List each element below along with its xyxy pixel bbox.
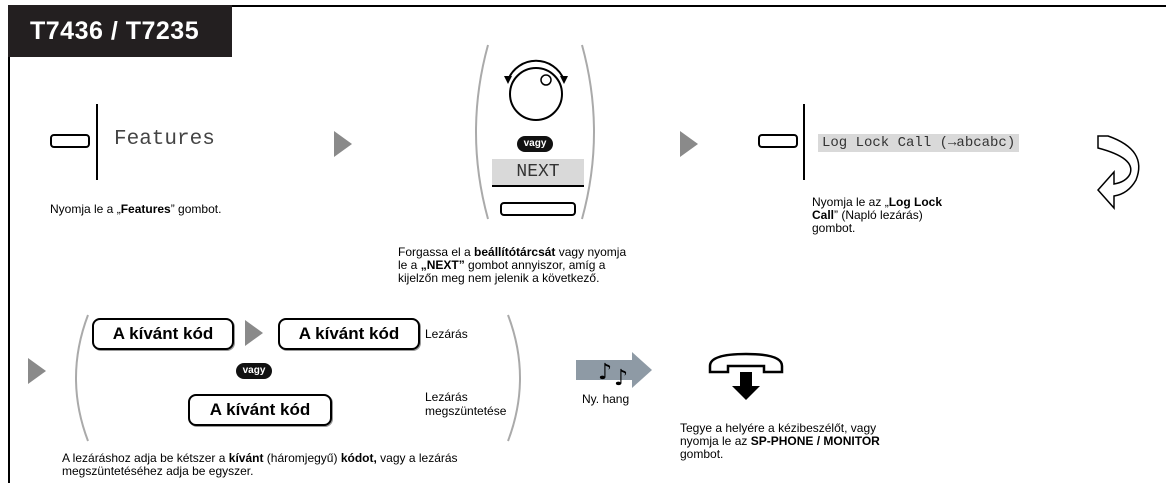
features-button-icon[interactable]: [50, 134, 90, 148]
svg-text:♪: ♪: [598, 360, 612, 385]
code-entry-2[interactable]: A kívánt kód: [278, 318, 420, 350]
step2-bracket-left-icon: [462, 42, 492, 227]
step3-caption-l3: gombot.: [812, 221, 856, 235]
handset-hang-up-icon: [706, 350, 786, 409]
step2-caption-l1-pre: Forgassa el a: [398, 245, 475, 259]
code-entry-3[interactable]: A kívánt kód: [188, 394, 332, 426]
step1-caption-post: ” gombot.: [170, 202, 222, 216]
step6-caption-l1: Tegye a helyére a kézibeszélőt, vagy: [680, 421, 877, 435]
unlock-label: Lezárás megszüntetése: [425, 390, 506, 418]
step2-caption-l2-pre: le a: [398, 258, 421, 272]
continue-curved-arrow-icon: [1096, 132, 1152, 219]
model-title: T7436 / T7235: [8, 5, 232, 57]
step3-caption-l2-bold: Call: [812, 208, 835, 222]
code-entry-1[interactable]: A kívánt kód: [92, 318, 234, 350]
step4-caption-l1-bold1: kívánt: [228, 451, 264, 465]
step4-caption-l1-post: vagy a lezárás: [376, 451, 458, 465]
step6-caption: Tegye a helyére a kézibeszélőt, vagy nyo…: [680, 422, 880, 461]
step6-caption-l2-pre: nyomja le az: [680, 434, 751, 448]
step4-caption: A lezáráshoz adja be kétszer a kívánt (h…: [62, 452, 458, 478]
step4-bracket-left-icon: [62, 312, 92, 449]
arrow-right-icon: [680, 131, 698, 157]
step3-caption: Nyomja le az „Log Lock Call” (Napló lezá…: [812, 196, 942, 235]
features-display: Features: [114, 128, 215, 151]
jog-dial-icon[interactable]: [496, 50, 576, 131]
step2-caption-l2-bold: „NEXT”: [420, 258, 465, 272]
step2-vagy-badge: vagy: [517, 136, 553, 152]
unlock-label-l1: Lezárás: [425, 390, 468, 404]
arrow-right-icon: [334, 131, 352, 157]
next-button-icon[interactable]: [500, 202, 576, 216]
step2-bracket-right-icon: [578, 42, 608, 227]
svg-text:♪: ♪: [614, 366, 628, 388]
frame-left-border: [8, 5, 10, 483]
step4-bracket-right-icon: [504, 312, 534, 449]
step3-caption-l2-post: ” (Napló lezárás): [834, 208, 923, 222]
step1-caption: Nyomja le a „Features” gombot.: [50, 203, 221, 216]
log-lock-call-button-icon[interactable]: [758, 134, 798, 148]
step2-caption-l1-bold: beállítótárcsát: [474, 245, 556, 259]
confirmation-tone-arrow-icon: ♪ ♪: [576, 352, 652, 393]
step6-caption-l3: gombot.: [680, 447, 724, 461]
unlock-label-l2: megszüntetése: [425, 404, 507, 418]
step3-caption-l1-pre: Nyomja le az „: [812, 195, 889, 209]
step2-caption-l2-post: gombot annyiszor, amíg a: [464, 258, 606, 272]
step4-caption-l1-pre: A lezáráshoz adja be kétszer a: [62, 451, 229, 465]
step1-caption-pre: Nyomja le a „: [50, 202, 121, 216]
step4-vagy-badge: vagy: [236, 363, 272, 379]
next-display: NEXT: [492, 159, 584, 187]
frame-top-border: [8, 5, 1166, 7]
step6-caption-l2-bold: SP-PHONE / MONITOR: [750, 434, 880, 448]
lock-label: Lezárás: [425, 327, 468, 341]
next-display-label: NEXT: [516, 162, 560, 182]
step2-caption-l1-post: vagy nyomja: [555, 245, 627, 259]
step3-caption-l1-bold: Log Lock: [888, 195, 943, 209]
step4-caption-l1-bold2: kódot,: [340, 451, 377, 465]
step1-caption-bold: Features: [120, 202, 171, 216]
arrow-right-icon: [245, 320, 263, 346]
step4-caption-l1-mid: (háromjegyű): [263, 451, 341, 465]
step2-caption: Forgassa el a beállítótárcsát vagy nyomj…: [398, 246, 626, 285]
display-divider: [96, 104, 98, 180]
arrow-right-icon: [28, 358, 46, 384]
step2-caption-l3: kijelzőn meg nem jelenik a következő.: [398, 271, 600, 285]
log-lock-call-display: Log Lock Call (→abcabc): [818, 134, 1020, 152]
display-divider: [803, 104, 805, 180]
step4-caption-l2: megszüntetéséhez adja be egyszer.: [62, 464, 254, 478]
tone-label: Ny. hang: [582, 392, 630, 406]
